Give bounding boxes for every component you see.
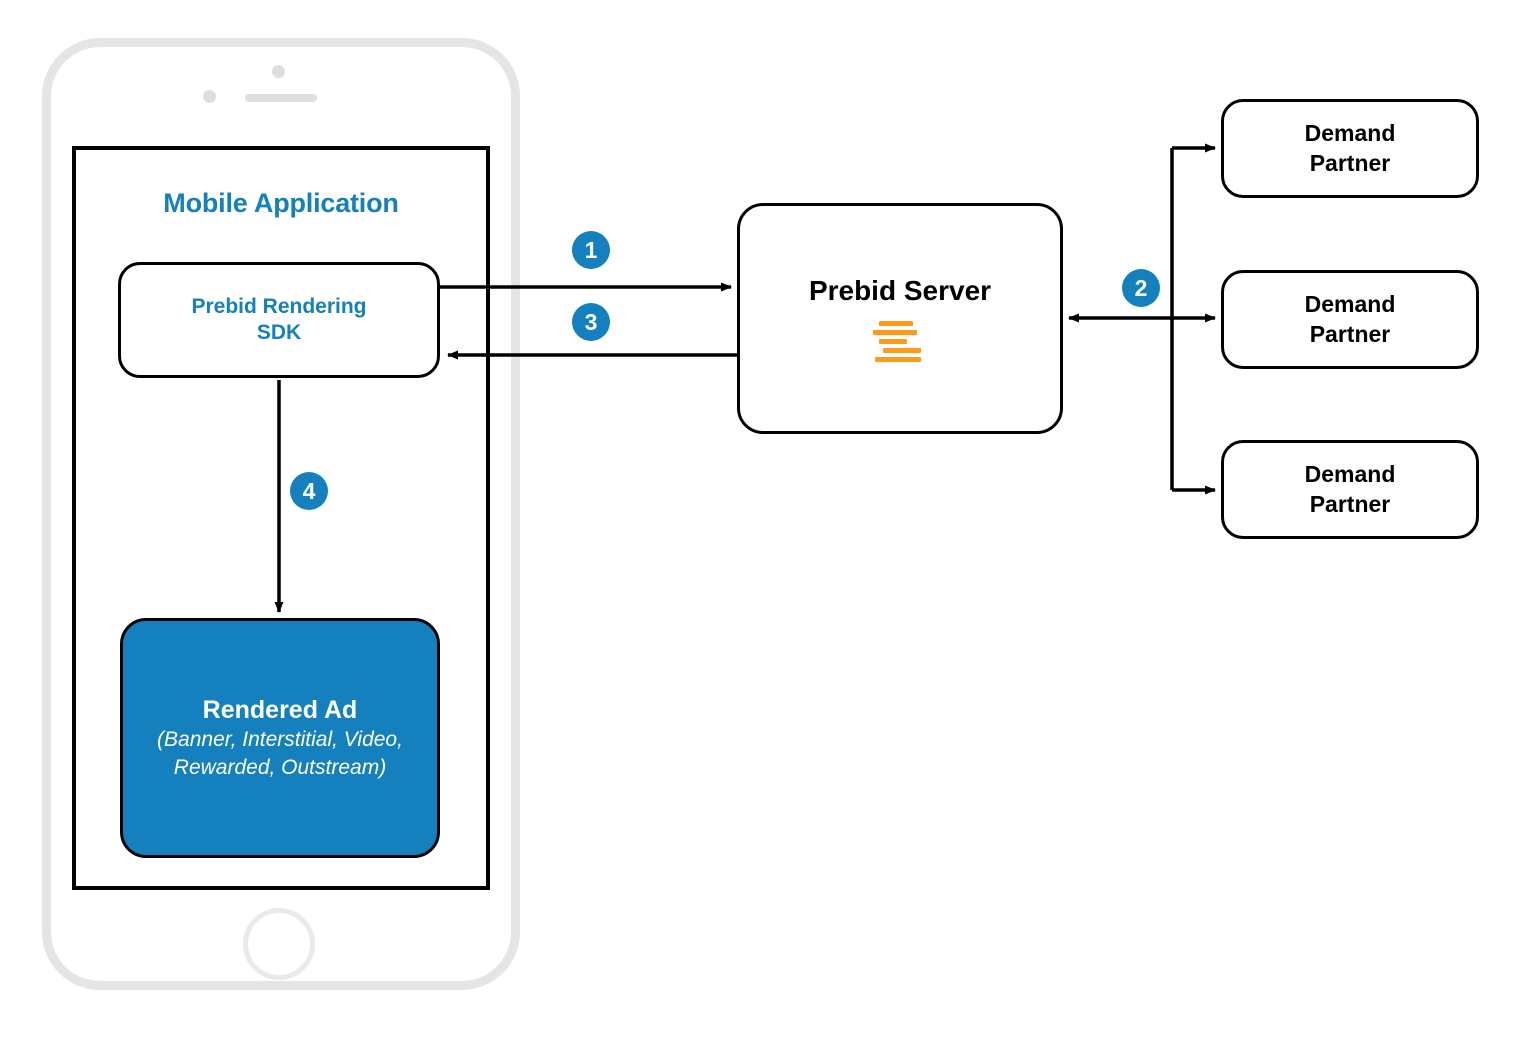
demand-partner-node-1[interactable]: Demand Partner [1221, 99, 1479, 198]
prebid-bars-logo-icon [873, 321, 927, 362]
prebid-rendering-sdk-node[interactable]: Prebid Rendering SDK [118, 262, 440, 378]
demand-partner-1-line1: Demand [1304, 119, 1396, 146]
camera-sensor-icon [203, 90, 216, 103]
demand-partner-1-line2: Partner [1309, 149, 1391, 176]
step-badge-1: 1 [572, 231, 610, 269]
speaker-slot-icon [245, 94, 317, 102]
power-button-icon [42, 527, 48, 531]
volume-down-button-icon [42, 349, 48, 387]
prebid-server-node[interactable]: Prebid Server [737, 203, 1063, 434]
step-badge-2: 2 [1122, 269, 1160, 307]
demand-partner-3-line2: Partner [1309, 490, 1391, 517]
rendered-ad-subtitle-line2: Rewarded, Outstream) [173, 755, 387, 779]
sdk-label-line1: Prebid Rendering [191, 294, 367, 318]
prebid-logo-bar-3 [879, 339, 907, 344]
prebid-logo-bar-2 [873, 330, 917, 335]
step-badge-4: 4 [290, 472, 328, 510]
demand-partner-node-2[interactable]: Demand Partner [1221, 270, 1479, 369]
volume-up-button-icon [42, 179, 48, 239]
rendered-ad-subtitle-line1: (Banner, Interstitial, Video, [157, 728, 403, 752]
home-button-icon [243, 908, 315, 980]
prebid-logo-bar-5 [875, 357, 921, 362]
app-title: Mobile Application [163, 188, 399, 218]
demand-partner-2-line2: Partner [1309, 320, 1391, 347]
prebid-logo-bar-1 [879, 321, 913, 326]
sdk-label-line2: SDK [256, 321, 302, 344]
prebid-logo-bar-4 [883, 348, 921, 353]
rendered-ad-node[interactable]: Rendered Ad (Banner, Interstitial, Video… [120, 618, 440, 858]
rendered-ad-title: Rendered Ad [202, 696, 358, 725]
demand-partner-node-3[interactable]: Demand Partner [1221, 440, 1479, 539]
demand-partner-3-line1: Demand [1304, 460, 1396, 487]
demand-partner-2-line1: Demand [1304, 290, 1396, 317]
silent-switch-icon [42, 115, 48, 145]
camera-dot-icon [272, 65, 285, 78]
prebid-server-label: Prebid Server [808, 275, 992, 306]
step-badge-3: 3 [572, 303, 610, 341]
